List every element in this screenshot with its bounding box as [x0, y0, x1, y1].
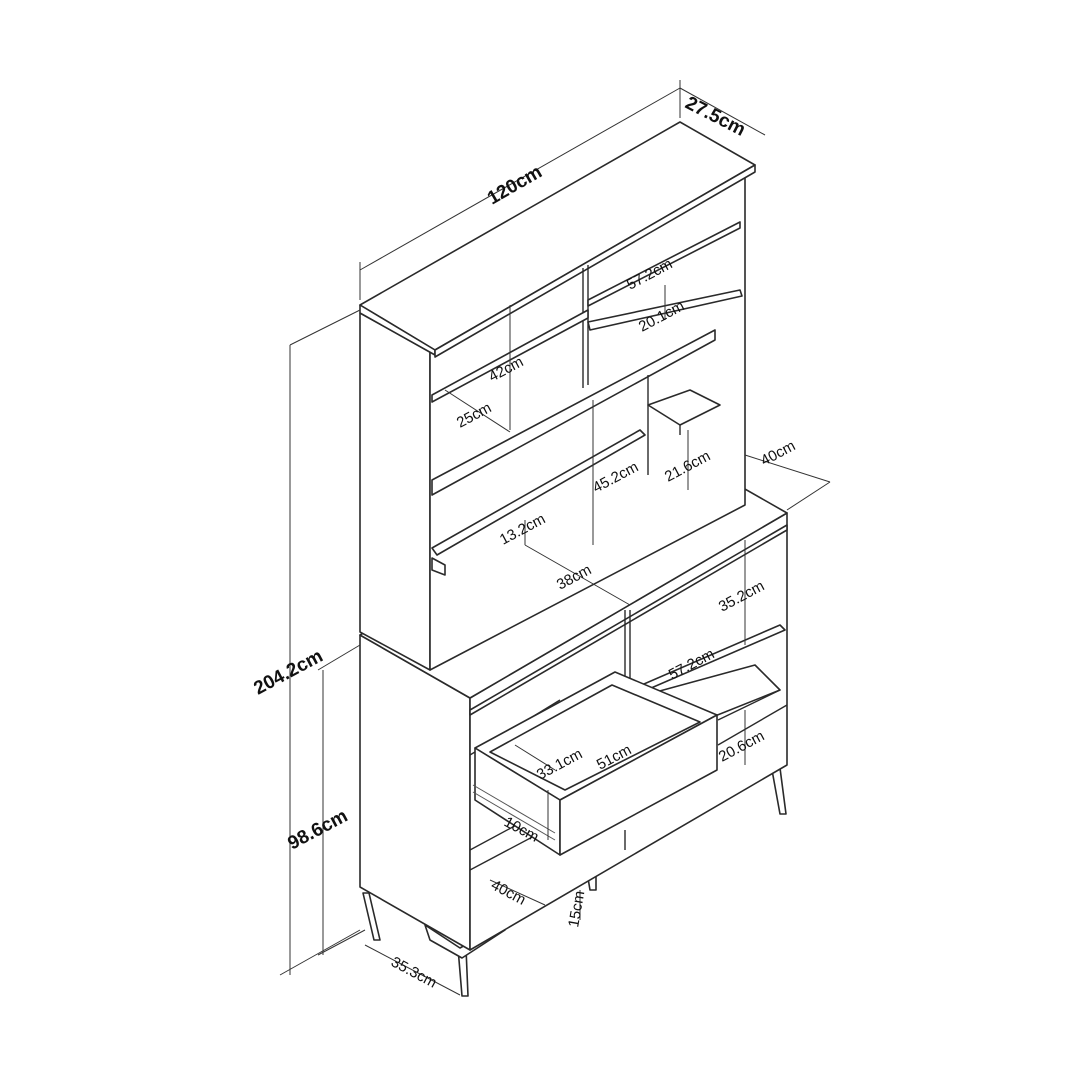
hutch [359, 121, 756, 671]
dim-side-depth: 35.3cm [388, 954, 439, 992]
dim-desk-depth: 40cm [758, 437, 798, 469]
dimension-lines [279, 80, 831, 996]
drawer[interactable] [472, 671, 718, 856]
dim-height-total: 204.2cm [250, 646, 326, 700]
dim-width-total: 120cm [484, 162, 546, 210]
dim-leg-height: 15cm [565, 890, 588, 929]
dim-lower-height: 98.6cm [284, 806, 351, 855]
